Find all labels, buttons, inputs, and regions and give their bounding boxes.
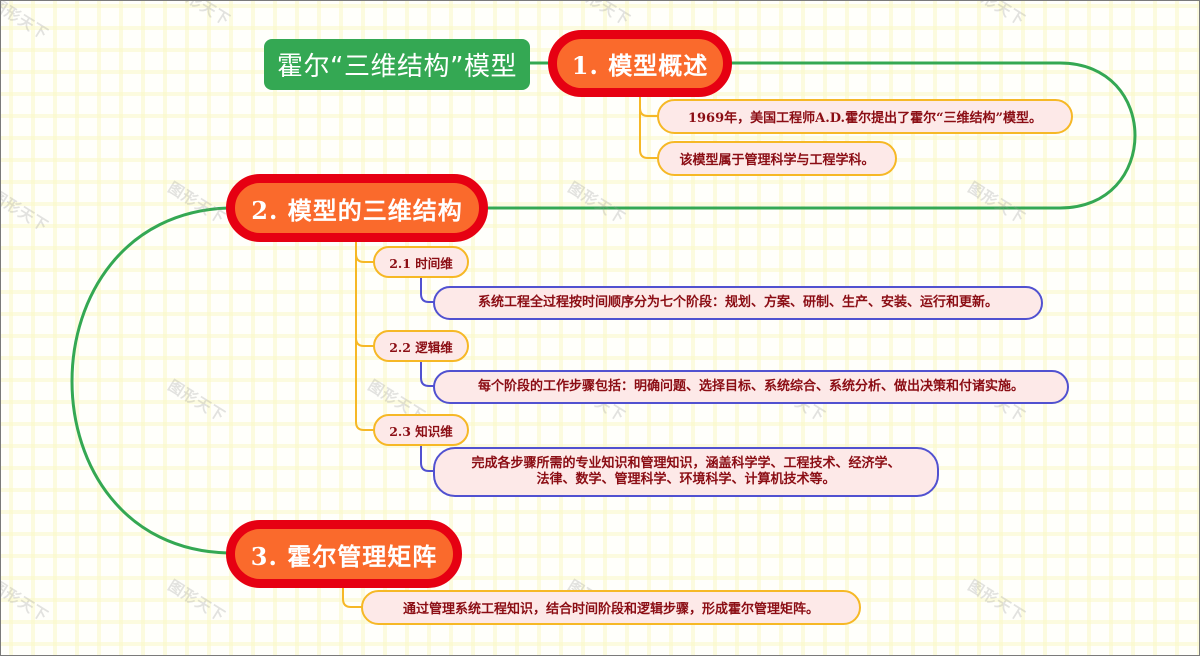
subtopic-logic-dimension[interactable]: 2.2 逻辑维 (373, 330, 469, 362)
detail-label-line-2: 法律、数学、管理科学、环境科学、计算机技术等。 (536, 472, 836, 487)
detail-label-line-1: 完成各步骤所需的专业知识和管理知识，涵盖科学学、工程技术、经济学、 (471, 456, 901, 471)
root-topic[interactable]: 霍尔“三维结构”模型 (264, 39, 530, 90)
subtopic-label: 2.1 时间维 (389, 255, 453, 271)
subtopic-label: 该模型属于管理科学与工程学科。 (679, 153, 875, 168)
subtopic-time-dimension[interactable]: 2.1 时间维 (373, 246, 469, 278)
main-topic-hall-matrix[interactable]: 3. 霍尔管理矩阵 (226, 520, 462, 588)
subtopic-label: 通过管理系统工程知识，结合时间阶段和逻辑步骤，形成霍尔管理矩阵。 (402, 602, 819, 617)
main-topic-label: 2. 模型的三维结构 (251, 195, 463, 225)
subtopic-knowledge-dimension[interactable]: 2.3 知识维 (373, 414, 469, 446)
detail-time-dimension[interactable]: 系统工程全过程按时间顺序分为七个阶段：规划、方案、研制、生产、安装、运行和更新。 (433, 286, 1043, 320)
detail-label: 系统工程全过程按时间顺序分为七个阶段：规划、方案、研制、生产、安装、运行和更新。 (477, 295, 998, 310)
main-topic-overview[interactable]: 1. 模型概述 (548, 30, 732, 97)
subtopic-label: 1969年，美国工程师A.D.霍尔提出了霍尔“三维结构”模型。 (687, 111, 1043, 126)
main-topic-label: 3. 霍尔管理矩阵 (250, 541, 438, 571)
subtopic-1969-origin[interactable]: 1969年，美国工程师A.D.霍尔提出了霍尔“三维结构”模型。 (657, 99, 1073, 134)
main-topic-label: 1. 模型概述 (571, 51, 709, 80)
subtopic-label: 2.3 知识维 (389, 423, 453, 439)
subtopic-label: 2.2 逻辑维 (389, 339, 453, 355)
main-topic-structure[interactable]: 2. 模型的三维结构 (226, 174, 488, 242)
subtopic-discipline[interactable]: 该模型属于管理科学与工程学科。 (657, 141, 897, 176)
subtopic-matrix-formation[interactable]: 通过管理系统工程知识，结合时间阶段和逻辑步骤，形成霍尔管理矩阵。 (361, 590, 861, 625)
detail-label: 每个阶段的工作步骤包括：明确问题、选择目标、系统综合、系统分析、做出决策和付诸实… (477, 379, 1024, 394)
detail-logic-dimension[interactable]: 每个阶段的工作步骤包括：明确问题、选择目标、系统综合、系统分析、做出决策和付诸实… (433, 370, 1069, 404)
detail-knowledge-dimension[interactable]: 完成各步骤所需的专业知识和管理知识，涵盖科学学、工程技术、经济学、 法律、数学、… (433, 447, 939, 497)
root-topic-label: 霍尔“三维结构”模型 (277, 52, 517, 82)
